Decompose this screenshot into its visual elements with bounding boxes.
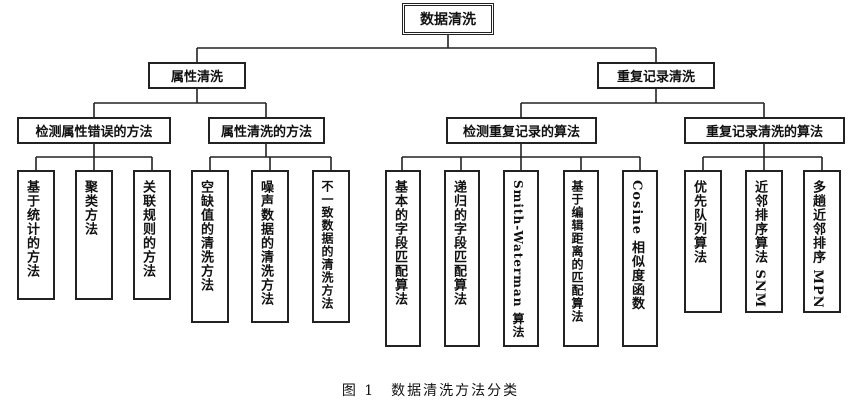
leaf-missing-value-cleaning: 空缺值的清洗方法 [191,170,229,323]
leaf-missing-value-cleaning-label: 空缺值的清洗方法 [198,180,213,292]
leaf-basic-field-matching-label: 基本的字段匹配算法 [392,180,407,306]
leaf-cosine-similarity-label: Cosine 相似度函数 [629,180,644,311]
attribute-cleaning-node: 属性清洗 [148,62,246,89]
leaf-mpn: 多趟近邻排序 MPN [803,170,841,313]
leaf-association-rules-method-label: 关联规则的方法 [140,180,155,278]
leaf-snm-label: 近邻排序算法 SNM [752,180,767,309]
leaf-statistics-method-label: 基于统计的方法 [24,180,39,278]
attribute-cleaning-methods-node: 属性清洗的方法 [208,117,325,144]
leaf-association-rules-method: 关联规则的方法 [133,170,171,300]
leaf-noise-data-cleaning-label: 噪声数据的清洗方法 [258,180,273,306]
leaf-recursive-field-matching-label: 递归的字段匹配算法 [451,180,466,306]
attribute-error-detection-label: 检测属性错误的方法 [35,125,153,140]
duplicate-cleaning-algorithms-label: 重复记录清洗的算法 [705,125,823,140]
leaf-priority-queue-label: 优先队列算法 [691,180,706,264]
leaf-mpn-label: 多趟近邻排序 MPN [810,180,825,309]
leaf-priority-queue: 优先队列算法 [684,170,722,313]
leaf-noise-data-cleaning: 噪声数据的清洗方法 [251,170,289,323]
leaf-snm: 近邻排序算法 SNM [745,170,783,313]
attribute-cleaning-label: 属性清洗 [170,70,223,85]
figure-caption: 图 1 数据清洗方法分类 [341,383,520,399]
leaf-basic-field-matching: 基本的字段匹配算法 [385,170,421,347]
root-node-label: 数据清洗 [420,12,476,28]
leaf-edit-distance-matching-label: 基于编辑距离的匹配算法 [570,180,584,323]
duplicate-cleaning-node: 重复记录清洗 [597,62,715,89]
leaf-inconsistent-data-cleaning-label: 不一致数据的清洗方法 [320,180,334,310]
leaf-recursive-field-matching: 递归的字段匹配算法 [444,170,480,347]
attribute-cleaning-methods-label: 属性清洗的方法 [220,125,312,140]
leaf-smith-waterman: Smith-Waterman 算法 [503,170,539,347]
leaf-statistics-method: 基于统计的方法 [17,170,55,300]
attribute-error-detection-node: 检测属性错误的方法 [17,117,171,144]
duplicate-cleaning-label: 重复记录清洗 [616,70,695,85]
duplicate-detection-label: 检测重复记录的算法 [462,125,580,140]
duplicate-cleaning-algorithms-node: 重复记录清洗的算法 [684,117,845,144]
leaf-clustering-method: 聚类方法 [75,170,113,300]
leaf-inconsistent-data-cleaning: 不一致数据的清洗方法 [312,170,350,323]
leaf-edit-distance-matching: 基于编辑距离的匹配算法 [563,170,599,347]
leaf-cosine-similarity: Cosine 相似度函数 [622,170,658,347]
leaf-smith-waterman-label: Smith-Waterman 算法 [511,180,525,339]
root-node: 数据清洗 [402,3,494,35]
leaf-clustering-method-label: 聚类方法 [82,180,97,236]
duplicate-detection-node: 检测重复记录的算法 [446,117,597,144]
